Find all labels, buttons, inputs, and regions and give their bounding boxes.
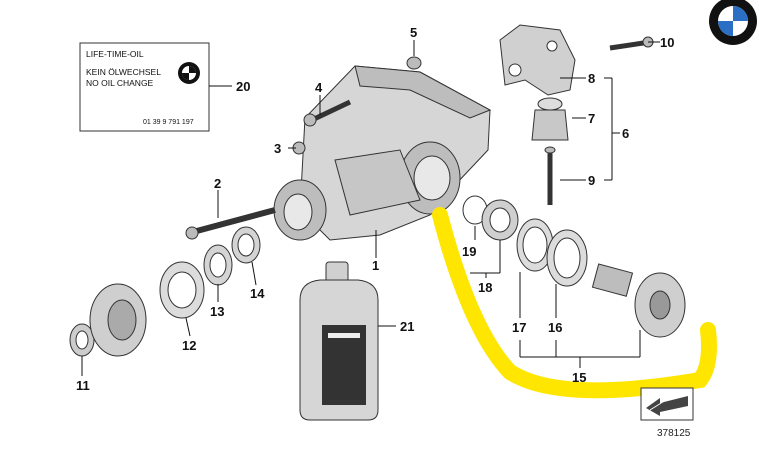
callout-19: 19 [462, 244, 476, 259]
differential-housing [273, 65, 492, 241]
callout-14: 14 [250, 286, 265, 301]
bearing-shim-left [159, 261, 205, 319]
bolt-10 [609, 36, 654, 51]
label-line-1: LIFE-TIME-OIL [86, 49, 144, 59]
highlight-stroke [432, 207, 717, 399]
leader-lines [81, 40, 660, 376]
ring-14 [231, 226, 261, 264]
callout-9: 9 [588, 173, 595, 188]
callout-5: 5 [410, 25, 417, 40]
callout-6: 6 [622, 126, 629, 141]
callout-7: 7 [588, 111, 595, 126]
mount-bracket-8 [499, 24, 576, 96]
rubber-mount-7 [531, 97, 569, 141]
output-flange-15 [591, 263, 686, 338]
callout-16: 16 [548, 320, 562, 335]
arrow-icon [649, 399, 667, 411]
label-line-3: NO OIL CHANGE [86, 78, 154, 88]
callout-17: 17 [512, 320, 526, 335]
bolt-9 [544, 146, 556, 205]
label-part-number: 01 39 9 791 197 [143, 119, 194, 126]
callout-21: 21 [400, 319, 414, 334]
callout-11: 11 [76, 378, 90, 393]
callout-10: 10 [660, 35, 674, 50]
bolt-4 [303, 99, 352, 127]
shim-16 [546, 229, 588, 287]
bmw-roundel-icon [178, 62, 200, 84]
seal-11 [69, 323, 95, 357]
callout-1: 1 [372, 258, 379, 273]
oil-label-card: LIFE-TIME-OIL KEIN ÖLWECHSEL NO OIL CHAN… [79, 42, 210, 132]
cover-12 [89, 283, 147, 357]
plug-5 [406, 56, 422, 70]
shim-17 [516, 218, 554, 272]
callout-13: 13 [210, 304, 224, 319]
callout-12: 12 [182, 338, 196, 353]
bolt-2 [185, 207, 276, 240]
callouts: 1 2 3 4 5 6 7 8 9 10 11 12 13 14 15 16 1… [76, 25, 674, 393]
callout-18: 18 [478, 280, 492, 295]
seal-18 [481, 199, 519, 241]
callout-20: 20 [236, 79, 250, 94]
oil-bottle-21 [299, 261, 379, 421]
shim-13 [203, 244, 233, 286]
callout-8: 8 [588, 71, 595, 86]
callout-2: 2 [214, 176, 221, 191]
label-line-2: KEIN ÖLWECHSEL [86, 67, 161, 77]
callout-4: 4 [315, 80, 323, 95]
bmw-logo [709, 0, 757, 45]
view-direction-box [640, 387, 694, 421]
diagram-id: 378125 [657, 428, 691, 439]
callout-3: 3 [274, 141, 281, 156]
callout-15: 15 [572, 370, 586, 385]
